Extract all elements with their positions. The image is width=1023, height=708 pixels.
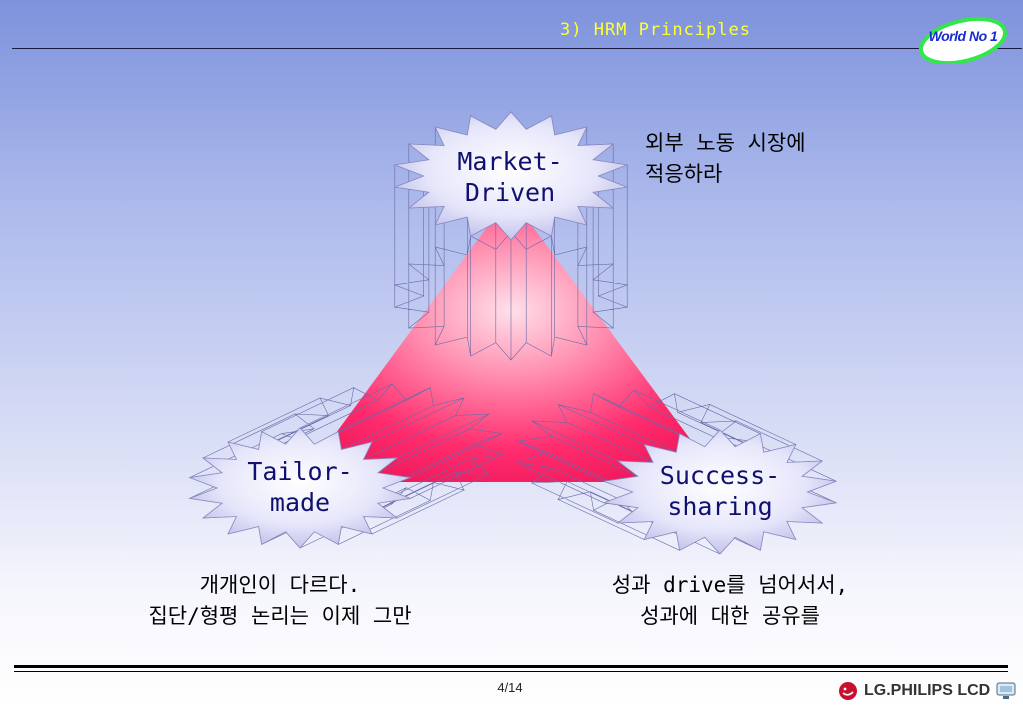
success-note-line1: 성과 drive를 넘어서서, <box>611 573 849 597</box>
badge-ring-icon <box>918 16 1008 66</box>
success-sharing-burst <box>516 389 838 555</box>
tailor-made-line2: made <box>269 488 331 517</box>
monitor-icon <box>996 682 1016 699</box>
success-note-line2: 성과에 대한 공유를 <box>640 604 820 628</box>
success-sharing-line1: Success- <box>659 461 781 490</box>
market-note: 외부 노동 시장에 적응하라 <box>645 128 806 190</box>
success-sharing-line2: sharing <box>667 492 773 521</box>
tailor-made-label: Tailor- made <box>220 456 380 518</box>
success-sharing-label: Success- sharing <box>640 460 800 522</box>
market-note-line2: 적응하라 <box>645 162 723 186</box>
market-driven-line2: Driven <box>464 178 556 207</box>
market-driven-burst <box>393 111 629 361</box>
brand-name: LG.PHILIPS LCD <box>864 682 991 699</box>
tailor-note-line2: 집단/형평 논리는 이제 그만 <box>148 604 412 628</box>
tailor-made-line1: Tailor- <box>247 457 353 486</box>
footer-divider-thick <box>14 665 1008 668</box>
success-note: 성과 drive를 넘어서서, 성과에 대한 공유를 <box>560 570 900 632</box>
header-divider <box>12 48 1022 49</box>
market-driven-label: Market- Driven <box>430 146 590 208</box>
footer-divider-thin <box>14 671 1008 672</box>
world-no1-badge: World No 1 <box>917 14 1009 66</box>
header-title: 3) HRM Principles <box>560 20 751 40</box>
tailor-made-burst <box>188 383 504 549</box>
tailor-note-line1: 개개인이 다르다. <box>199 573 361 597</box>
market-driven-line1: Market- <box>457 147 563 176</box>
brand-logo: LG.PHILIPS LCD <box>838 680 1016 702</box>
badge-label: World No 1 <box>928 28 998 44</box>
tailor-note: 개개인이 다르다. 집단/형평 논리는 이제 그만 <box>90 570 470 632</box>
page-number: 4/14 <box>497 680 523 695</box>
market-note-line1: 외부 노동 시장에 <box>645 131 806 155</box>
lg-face-icon <box>839 682 857 700</box>
